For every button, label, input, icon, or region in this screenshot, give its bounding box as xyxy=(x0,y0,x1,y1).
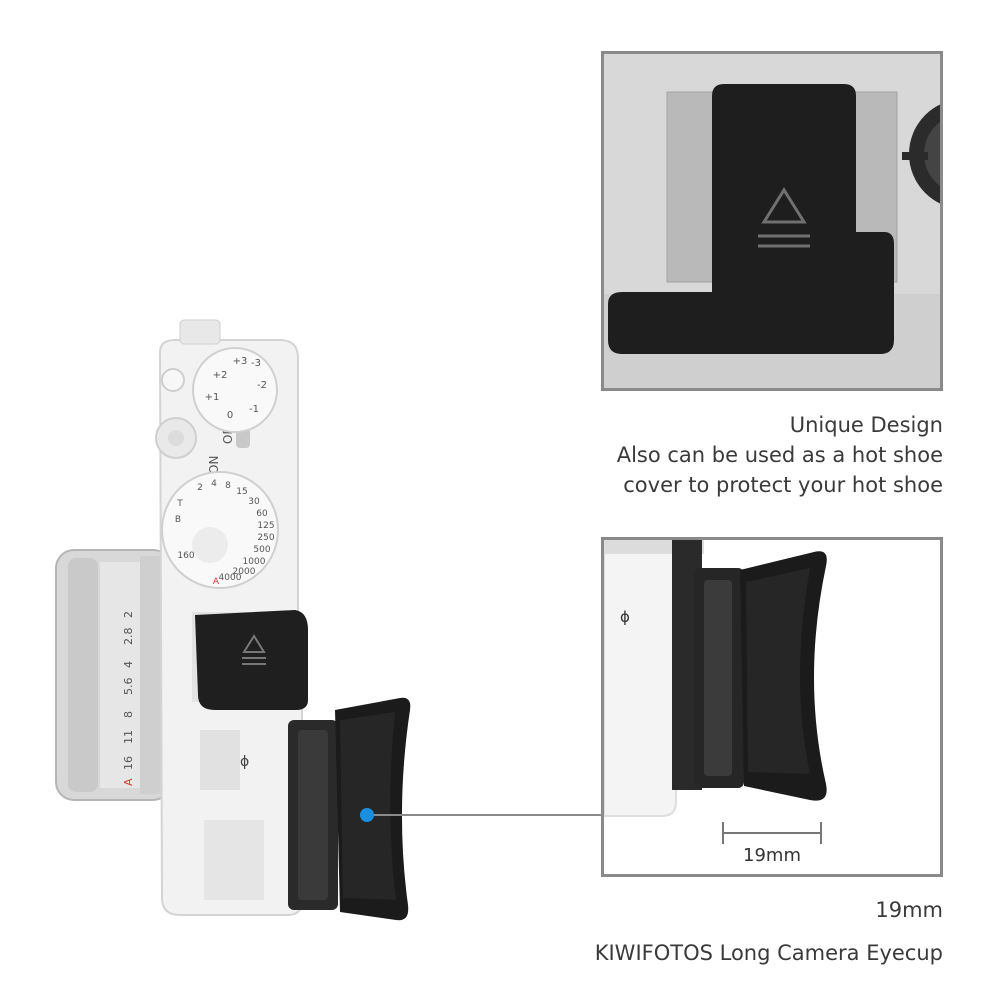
function-button xyxy=(161,368,185,392)
ev-plus1: +1 xyxy=(205,392,220,403)
power-switch xyxy=(236,428,250,448)
ev-minus3: -3 xyxy=(251,358,261,369)
shutter-2: 2 xyxy=(197,483,203,493)
aperture-2-8: 2.8 xyxy=(122,628,135,646)
shutter-60: 60 xyxy=(256,509,268,519)
shutter-1000: 1000 xyxy=(243,557,266,567)
aperture-4: 4 xyxy=(122,661,135,668)
aperture-16: 16 xyxy=(122,756,135,770)
aperture-5-6: 5.6 xyxy=(122,678,135,696)
hot-shoe-detail-panel xyxy=(601,51,943,391)
shutter-250: 250 xyxy=(257,533,274,543)
dimension-bracket-right xyxy=(820,822,822,844)
leader-line-extension xyxy=(478,814,604,816)
shutter-8: 8 xyxy=(225,481,231,491)
camera-symbol: ɸ xyxy=(240,754,249,770)
accent-dot xyxy=(360,808,374,822)
ev-zero: 0 xyxy=(227,410,233,421)
camera-illustration: 2 2.8 4 5.6 8 11 16 A ON OFF +2 +3 +1 0 … xyxy=(55,319,480,921)
ev-plus2: +2 xyxy=(213,370,228,381)
shutter-30: 30 xyxy=(248,497,260,507)
shutter-160: 160 xyxy=(177,551,194,561)
shutter-125: 125 xyxy=(257,521,274,531)
detail-camera-symbol: ɸ xyxy=(620,608,630,626)
shutter-t: T xyxy=(176,499,183,509)
shutter-4: 4 xyxy=(211,479,217,489)
lens xyxy=(55,549,172,801)
product-name-caption: KIWIFOTOS Long Camera Eyecup xyxy=(594,941,943,965)
aperture-8: 8 xyxy=(122,711,135,718)
unique-design-caption: Unique Design xyxy=(789,413,943,437)
aperture-ring-labels: 2 2.8 4 5.6 8 11 16 A xyxy=(122,611,135,786)
shutter-speed-dial: 2 4 8 15 30 60 125 250 500 1000 2000 400… xyxy=(161,471,279,589)
exposure-dial: +2 +3 +1 0 -1 -2 -3 xyxy=(192,347,278,433)
hot-shoe-cover-detail xyxy=(608,84,894,354)
aperture-a: A xyxy=(122,778,135,786)
shutter-4000: 4000 xyxy=(219,573,242,583)
shutter-2000: 2000 xyxy=(233,567,256,577)
eyecup-detail-image xyxy=(604,540,940,874)
ev-minus2: -2 xyxy=(257,380,267,391)
aperture-11: 11 xyxy=(122,730,135,744)
ev-minus1: -1 xyxy=(249,404,259,415)
hot-shoe-caption-line2: cover to protect your hot shoe xyxy=(623,473,943,497)
dimension-bracket xyxy=(722,832,822,834)
length-caption: 19mm xyxy=(875,898,943,922)
power-on-label: ON xyxy=(207,456,221,474)
shutter-15: 15 xyxy=(236,487,247,497)
aperture-2: 2 xyxy=(122,611,135,618)
hot-shoe-detail-image xyxy=(604,54,940,388)
shutter-500: 500 xyxy=(253,545,270,555)
eyecup xyxy=(288,697,411,921)
hot-shoe-cover xyxy=(192,610,308,710)
dimension-label: 19mm xyxy=(743,845,801,866)
shutter-b: B xyxy=(175,515,181,525)
hot-shoe-caption-line1: Also can be used as a hot shoe xyxy=(616,443,943,467)
ev-plus3: +3 xyxy=(233,356,248,367)
dimension-bracket-left xyxy=(722,822,724,844)
eyecup-detail-panel xyxy=(601,537,943,877)
shutter-a: A xyxy=(213,577,220,587)
